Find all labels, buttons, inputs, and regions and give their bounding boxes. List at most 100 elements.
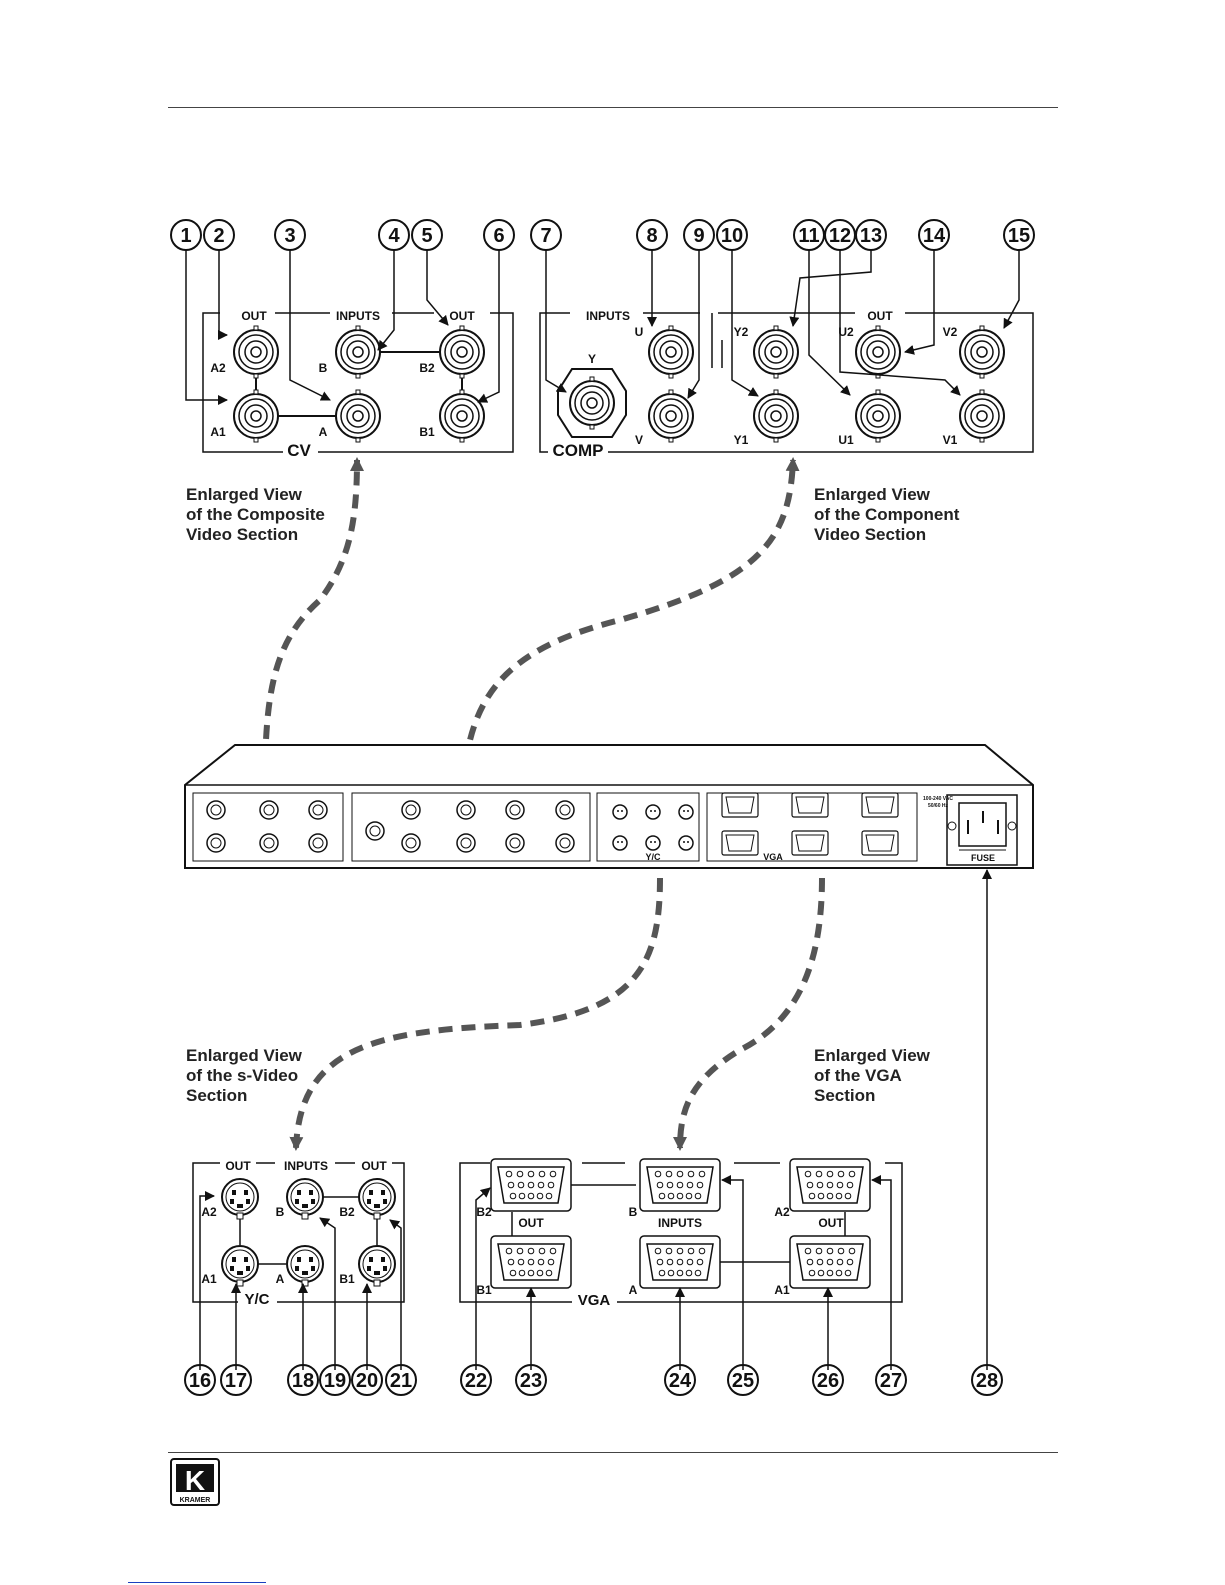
vga-out-right-label: OUT xyxy=(818,1216,844,1230)
vga-connector-a xyxy=(639,1235,721,1289)
yc-label-a2: A2 xyxy=(201,1205,217,1219)
vga-label-b2: B2 xyxy=(476,1205,492,1219)
yc-title: Y/C xyxy=(244,1291,269,1308)
mini-bnc-connector xyxy=(555,800,575,820)
callout-number: 4 xyxy=(388,225,400,247)
note-line: of the VGA xyxy=(814,1066,902,1085)
cv-label-b: B xyxy=(319,361,328,375)
dashed-connectors xyxy=(262,457,825,1151)
screw-icon xyxy=(1007,821,1017,831)
screw-icon xyxy=(947,821,957,831)
callout-11: 11 xyxy=(793,219,825,251)
mini-bnc-connector xyxy=(505,800,525,820)
bnc-connector-v2 xyxy=(959,325,1005,379)
mini-bnc-connector xyxy=(259,800,279,820)
callout-number: 6 xyxy=(493,225,504,247)
callout-17: 17 xyxy=(220,1364,252,1396)
note-line: Section xyxy=(814,1086,876,1105)
bnc-connector-y2 xyxy=(753,325,799,379)
vga-connector-b xyxy=(639,1158,721,1212)
comp-label-v1: V1 xyxy=(943,433,958,447)
callout-22: 22 xyxy=(460,1364,492,1396)
bnc-connector-b xyxy=(335,325,381,379)
mini-svideo-connector xyxy=(678,835,694,851)
comp-label-u1: U1 xyxy=(838,433,854,447)
mini-vga-connector xyxy=(791,792,829,818)
vga-connector-a1 xyxy=(789,1235,871,1289)
note-composite: Enlarged View of the Composite Video Sec… xyxy=(186,485,325,545)
callout-5: 5 xyxy=(411,219,443,251)
comp-out-label: OUT xyxy=(867,309,893,323)
callout-number: 2 xyxy=(213,225,224,247)
mini-bnc-connector xyxy=(505,833,525,853)
callout-7: 7 xyxy=(530,219,562,251)
mini-bnc-connector xyxy=(456,833,476,853)
note-line: of the Composite xyxy=(186,505,325,524)
callout-number: 20 xyxy=(356,1370,378,1392)
callout-number: 26 xyxy=(817,1370,839,1392)
yc-out-right-label: OUT xyxy=(361,1159,387,1173)
note-svideo: Enlarged View of the s-Video Section xyxy=(186,1046,302,1106)
mini-bnc-connector xyxy=(206,800,226,820)
comp-label-v2: V2 xyxy=(943,325,958,339)
svideo-connector-b1 xyxy=(358,1245,396,1287)
callout-number: 1 xyxy=(180,225,191,247)
callout-number: 10 xyxy=(721,225,743,247)
comp-label-y1: Y1 xyxy=(734,433,749,447)
vga-label-a2: A2 xyxy=(774,1205,790,1219)
callout-number: 14 xyxy=(923,225,946,247)
cv-label-b1: B1 xyxy=(419,425,435,439)
vga-out-left-label: OUT xyxy=(518,1216,544,1230)
note-line: Video Section xyxy=(186,525,299,544)
callout-number: 9 xyxy=(693,225,704,247)
callout-2: 2 xyxy=(203,219,235,251)
cv-label-a2: A2 xyxy=(210,361,226,375)
yc-label-b2: B2 xyxy=(339,1205,355,1219)
mini-svideo-connector xyxy=(645,804,661,820)
svideo-connector-a2 xyxy=(221,1178,259,1220)
svideo-connector-a xyxy=(286,1245,324,1287)
vga-connector-a2 xyxy=(789,1158,871,1212)
note-line: of the Component xyxy=(814,505,960,524)
bnc-connector-y xyxy=(557,368,627,438)
svideo-connector-b xyxy=(286,1178,324,1220)
cv-title: CV xyxy=(287,441,311,460)
callout-20: 20 xyxy=(351,1364,383,1396)
cv-label-a1: A1 xyxy=(210,425,226,439)
bnc-connector-y-inner xyxy=(569,376,615,430)
footer-rule xyxy=(168,1452,1058,1453)
note-line: Enlarged View xyxy=(814,485,930,504)
bnc-connector-v xyxy=(648,389,694,443)
svideo-connector-a1 xyxy=(221,1245,259,1287)
note-line: of the s-Video xyxy=(186,1066,299,1085)
comp-title: COMP xyxy=(553,441,604,460)
footer-link[interactable] xyxy=(128,1582,266,1583)
comp-label-y2: Y2 xyxy=(734,325,749,339)
yc-label-a1: A1 xyxy=(201,1272,217,1286)
bnc-connector-u1 xyxy=(855,389,901,443)
mini-vga-connector xyxy=(861,830,899,856)
callout-10: 10 xyxy=(716,219,748,251)
callout-number: 13 xyxy=(860,225,882,247)
mini-bnc-connector xyxy=(555,833,575,853)
callout-number: 28 xyxy=(976,1370,998,1392)
note-vga: Enlarged View of the VGA Section xyxy=(814,1046,930,1106)
bnc-connector-u xyxy=(648,325,694,379)
mini-bnc-connector xyxy=(206,833,226,853)
callout-number: 3 xyxy=(284,225,295,247)
callout-number: 12 xyxy=(829,225,851,247)
component-panel: INPUTS OUT COMP Y U V Y2 Y1 U2 U1 V2 V1 xyxy=(539,309,1034,460)
callout-number: 11 xyxy=(798,225,819,247)
callout-number: 21 xyxy=(390,1370,412,1392)
mini-bnc-connector xyxy=(456,800,476,820)
comp-label-v: V xyxy=(635,433,643,447)
mini-bnc-connector xyxy=(401,800,421,820)
mini-svideo-connector xyxy=(645,835,661,851)
cv-out-right-label: OUT xyxy=(449,309,475,323)
leader-lines-top xyxy=(185,250,1020,405)
callout-4: 4 xyxy=(378,219,410,251)
logo-letter: K xyxy=(185,1465,205,1496)
callout-number: 15 xyxy=(1008,225,1030,247)
mini-vga-connector xyxy=(721,830,759,856)
